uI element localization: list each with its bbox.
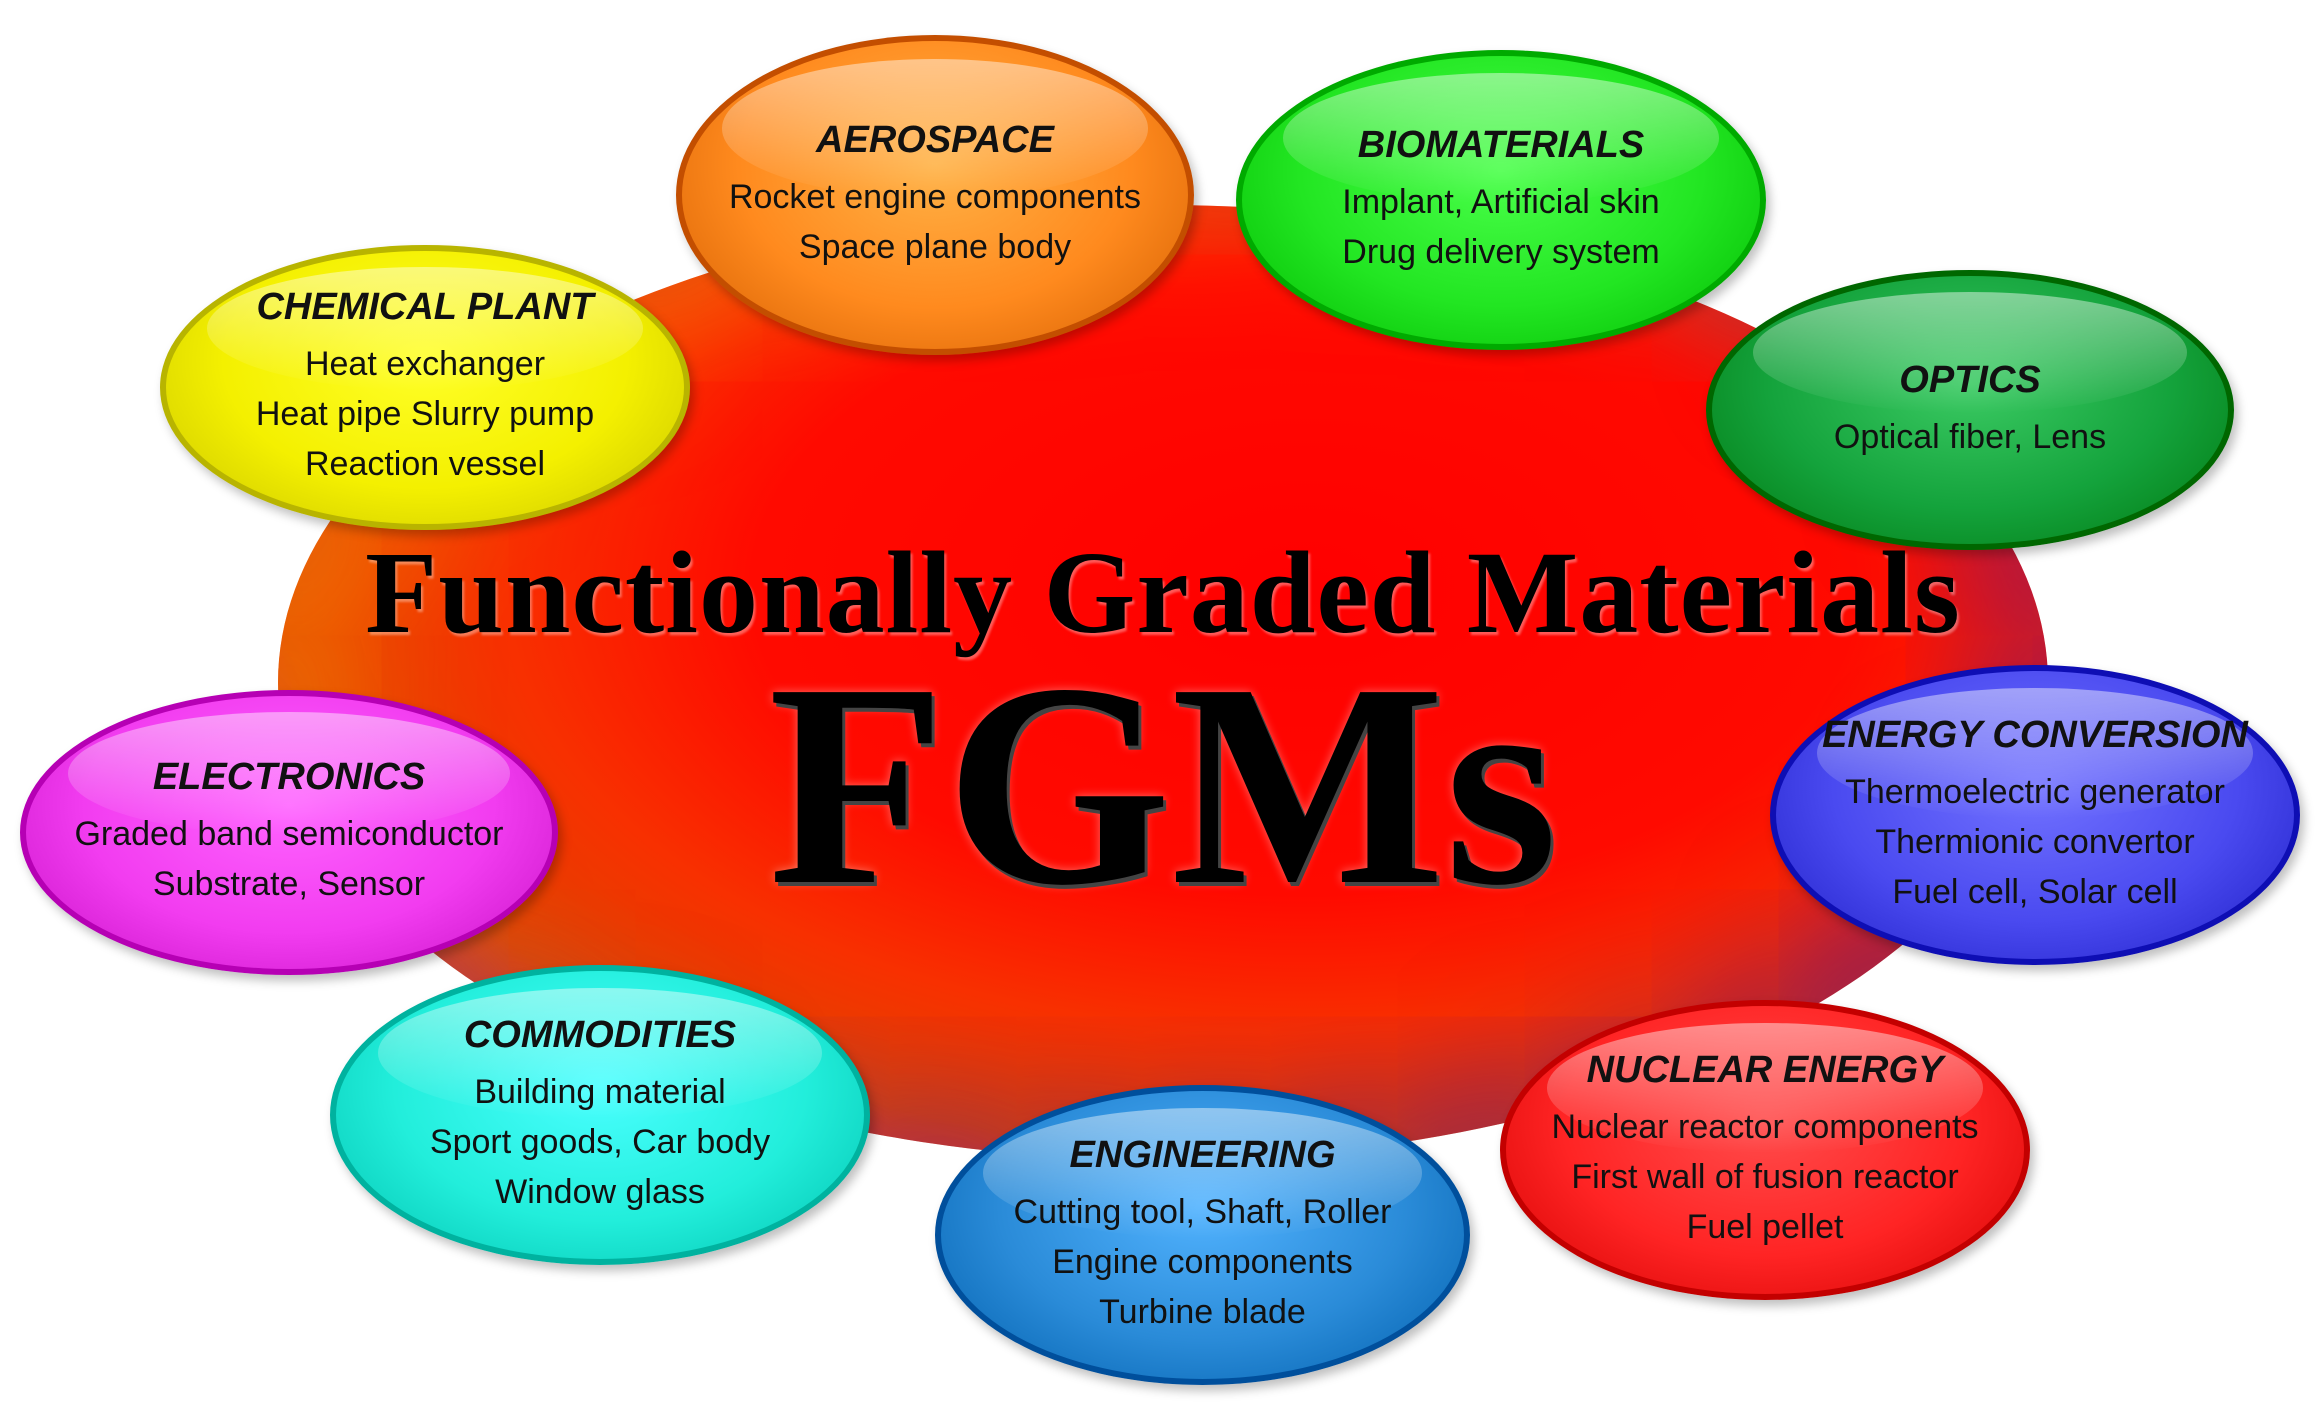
bubble-nuclear-energy: NUCLEAR ENERGY Nuclear reactor component… [1500, 1000, 2030, 1300]
bubble-line: Fuel pellet [1686, 1207, 1844, 1246]
bubble-line: First wall of fusion reactor [1571, 1157, 1959, 1196]
bubble-title: ELECTRONICS [152, 756, 426, 798]
bubble-title: CHEMICAL PLANT [256, 286, 594, 328]
bubble-line: Graded band semiconductor [74, 815, 504, 853]
bubble-commodities: COMMODITIES Building material Sport good… [330, 965, 870, 1265]
bubble-line: Heat exchanger [304, 345, 546, 383]
bubble-line: Turbine blade [1099, 1292, 1306, 1331]
diagram-abbreviation: FGMs [768, 624, 1558, 945]
bubble-line: Cutting tool, Shaft, Roller [1013, 1192, 1392, 1231]
bubble-line: Implant, Artificial skin [1342, 182, 1660, 221]
bubble-electronics: ELECTRONICS Graded band semiconductor Su… [20, 690, 558, 975]
bubble-line: Fuel cell, Solar cell [1892, 872, 2178, 911]
bubble-line: Thermionic convertor [1875, 822, 2195, 861]
bubble-energy-conversion: ENERGY CONVERSION Thermoelectric generat… [1770, 665, 2300, 965]
diagram-title: Functionally Graded Materials [365, 527, 1961, 658]
bubble-line: Substrate, Sensor [152, 865, 426, 903]
bubble-line: Sport goods, Car body [429, 1122, 771, 1161]
bubble-line: Space plane body [798, 227, 1072, 266]
bubble-line: Reaction vessel [304, 445, 545, 483]
bubble-line: Drug delivery system [1342, 232, 1660, 271]
bubble-title: COMMODITIES [463, 1013, 737, 1056]
bubble-title: ENGINEERING [1069, 1133, 1336, 1176]
bubble-line: Nuclear reactor components [1551, 1107, 1979, 1146]
bubble-line: Heat pipe Slurry pump [255, 395, 595, 433]
bubble-line: Window glass [495, 1172, 705, 1211]
bubble-line: Building material [474, 1072, 726, 1111]
bubble-line: Optical fiber, Lens [1833, 417, 2107, 456]
bubble-title: OPTICS [1899, 358, 2041, 401]
bubble-title: BIOMATERIALS [1357, 123, 1645, 166]
bubble-title: NUCLEAR ENERGY [1586, 1048, 1944, 1091]
bubble-line: Thermoelectric generator [1845, 772, 2225, 811]
bubble-title: AEROSPACE [816, 118, 1054, 161]
bubble-line: Engine components [1052, 1242, 1353, 1281]
bubble-engineering: ENGINEERING Cutting tool, Shaft, Roller … [935, 1085, 1470, 1385]
bubble-aerospace: AEROSPACE Rocket engine components Space… [676, 35, 1194, 355]
bubble-line: Rocket engine components [728, 177, 1142, 216]
bubble-title: ENERGY CONVERSION [1822, 713, 2248, 756]
bubble-chemical-plant: CHEMICAL PLANT Heat exchanger Heat pipe … [160, 245, 690, 530]
bubble-optics: OPTICS Optical fiber, Lens [1706, 270, 2234, 550]
bubble-biomaterials: BIOMATERIALS Implant, Artificial skin Dr… [1236, 50, 1766, 350]
